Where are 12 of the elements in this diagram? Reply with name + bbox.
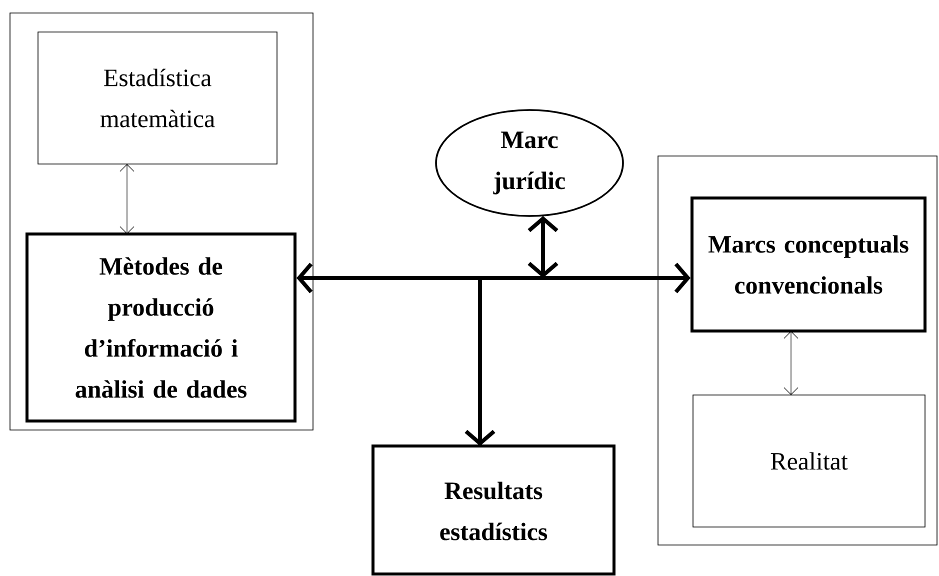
arrow xyxy=(464,278,496,446)
bold-box: Resultats estadístics xyxy=(372,444,616,576)
group-frame xyxy=(658,156,938,546)
text-box: Estadística matemàtica xyxy=(38,32,278,164)
bold-box: Marcs conceptuals convencionals xyxy=(690,196,926,332)
group-frame xyxy=(10,12,314,430)
ellipse-node: Marc jurídic xyxy=(435,109,624,217)
arrow xyxy=(296,262,690,294)
text-box: Realitat xyxy=(692,394,926,528)
bold-box: Mètodes de producció d’informació i anàlisi de dades xyxy=(26,232,296,422)
arrow xyxy=(120,164,134,234)
arrow xyxy=(784,331,798,395)
